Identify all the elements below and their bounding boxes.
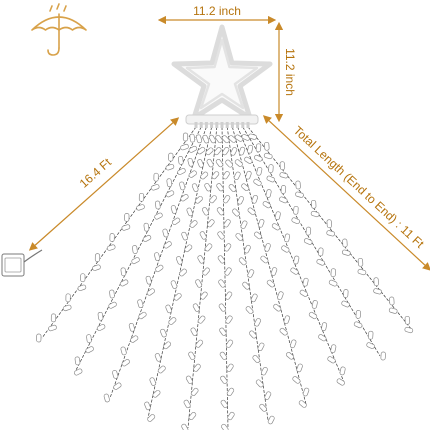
star-height-dimension: 11.2 inch (274, 21, 297, 123)
total-length-label: Total Length (End to End) : 11 Ft (291, 123, 428, 251)
strand-length-dimension: 16.4 Ft (28, 117, 180, 251)
star-width-dimension: 11.2 inch (157, 4, 277, 25)
strand-connector (185, 114, 259, 128)
star-height-label: 11.2 inch (283, 48, 297, 96)
controller-box (1, 249, 43, 277)
umbrella-rain-icon (31, 3, 87, 56)
star-topper (171, 24, 273, 121)
star-width-label: 11.2 inch (193, 4, 241, 18)
strand-length-label: 16.4 Ft (77, 155, 115, 191)
